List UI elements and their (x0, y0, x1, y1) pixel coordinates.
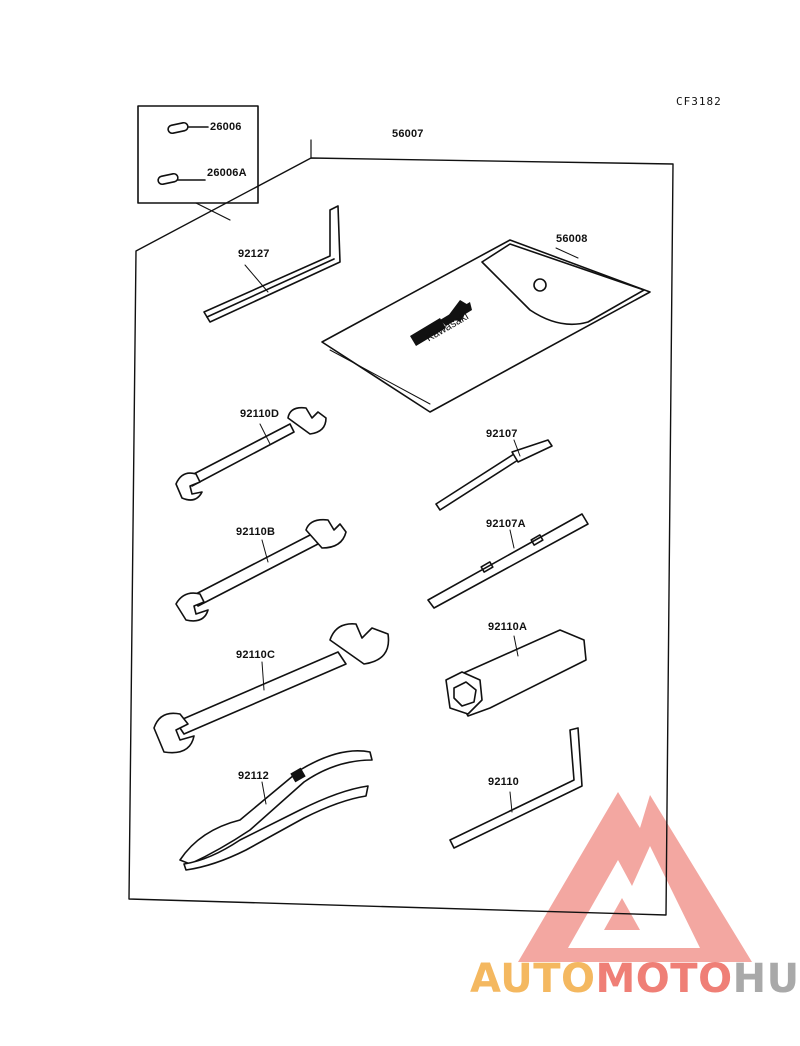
watermark-logo (518, 792, 752, 962)
wrench-c-drawing (153, 623, 390, 754)
part-label-92110b: 92110B (236, 526, 276, 538)
screwdriver-handle-drawing (427, 513, 589, 609)
watermark-part-moto: MOTO (595, 956, 733, 1002)
watermark-part-hub: HUB (732, 956, 800, 1002)
kit-outline (128, 139, 674, 916)
part-label-92127: 92127 (238, 248, 270, 260)
screwdriver-drawing (435, 439, 553, 511)
pin-upper-drawing (167, 121, 209, 135)
reference-code: CF3182 (676, 95, 722, 108)
pin-set-box (137, 105, 259, 204)
wrench-b-drawing (175, 518, 347, 622)
hex-key-small-drawing (449, 727, 583, 849)
watermark-text: AUTOMOTOHUB (470, 956, 800, 1002)
part-label-92110d: 92110D (240, 408, 280, 420)
plug-wrench-drawing (445, 629, 587, 717)
watermark-part-auto: AUTO (470, 956, 596, 1002)
wrench-d-drawing (175, 406, 327, 501)
part-label-92107: 92107 (486, 428, 518, 440)
kit-label: 56007 (392, 128, 424, 140)
part-label-26006: 26006 (210, 121, 242, 133)
part-label-92110: 92110 (488, 776, 519, 788)
hex-key-large-drawing (203, 205, 341, 323)
part-label-92110c: 92110C (236, 649, 276, 661)
part-label-92107a: 92107A (486, 518, 526, 530)
part-label-92110a: 92110A (488, 621, 528, 633)
pin-lower-drawing (157, 172, 206, 186)
part-label-56008: 56008 (556, 233, 588, 245)
tool-bag-drawing (321, 239, 651, 413)
pliers-drawing (179, 750, 373, 871)
part-label-92112: 92112 (238, 770, 269, 782)
kawasaki-logo (410, 300, 472, 346)
part-label-26006a: 26006A (207, 167, 247, 179)
